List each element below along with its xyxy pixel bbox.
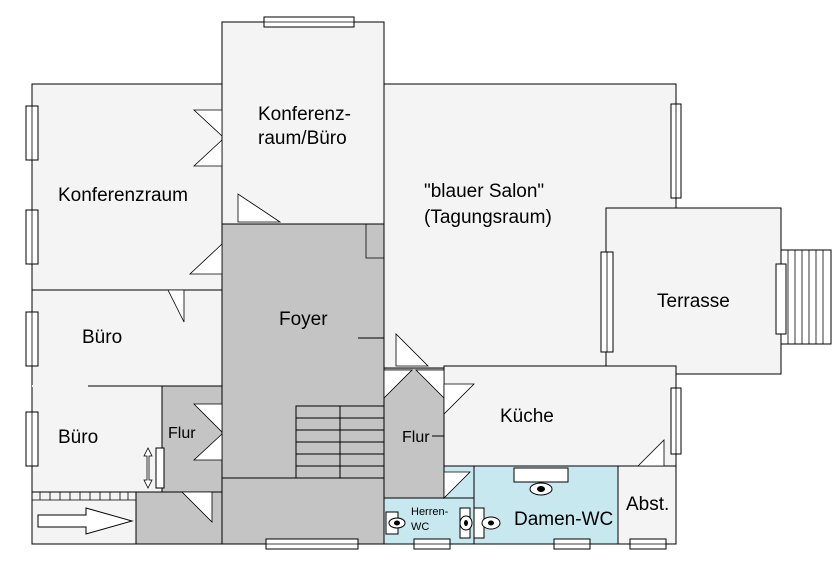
room-konferenzraum[interactable] xyxy=(31,83,223,291)
label-abst: Abst. xyxy=(626,494,669,515)
wc-fixtures xyxy=(385,467,569,539)
label-herren-wc-1: Herren- xyxy=(411,506,449,518)
entrance-stairs xyxy=(32,492,136,535)
room-fills xyxy=(31,21,782,545)
sink-icon xyxy=(513,467,569,483)
room-konferenzraum-buero[interactable] xyxy=(221,21,385,225)
label-damen-wc: Damen-WC xyxy=(514,509,613,530)
room-abst[interactable] xyxy=(617,465,677,545)
label-konferenzraum-buero-1: Konferenz- xyxy=(258,104,351,125)
terrace-stairs xyxy=(780,249,832,345)
label-konferenzraum: Konferenzraum xyxy=(58,185,188,206)
label-flur-right: Flur xyxy=(402,429,430,446)
label-blauer-salon-1: "blauer Salon" xyxy=(424,181,544,202)
foyer-stairs xyxy=(295,405,385,479)
label-flur-left: Flur xyxy=(168,425,196,442)
double-arrow-icon xyxy=(143,447,153,489)
label-buero-upper: Büro xyxy=(82,327,122,348)
windows xyxy=(25,16,787,550)
label-foyer: Foyer xyxy=(279,309,328,330)
label-kueche: Küche xyxy=(500,406,554,427)
label-herren-wc-2: WC xyxy=(411,521,429,533)
room-buero-lower[interactable] xyxy=(31,385,163,493)
doors xyxy=(143,109,665,523)
label-konferenzraum-buero-2: raum/Büro xyxy=(258,128,347,149)
room-buero-upper[interactable] xyxy=(31,289,223,387)
label-terrasse: Terrasse xyxy=(657,291,730,312)
label-blauer-salon-2: (Tagungsraum) xyxy=(424,207,552,228)
room-corridor-bottom-center[interactable] xyxy=(221,477,385,545)
room-terrasse[interactable] xyxy=(605,207,782,375)
entrance-arrow-icon xyxy=(37,507,134,535)
label-buero-lower: Büro xyxy=(58,427,98,448)
room-kueche[interactable] xyxy=(443,365,677,467)
room-labels: Konferenzraum Konferenz- raum/Büro "blau… xyxy=(58,104,730,533)
